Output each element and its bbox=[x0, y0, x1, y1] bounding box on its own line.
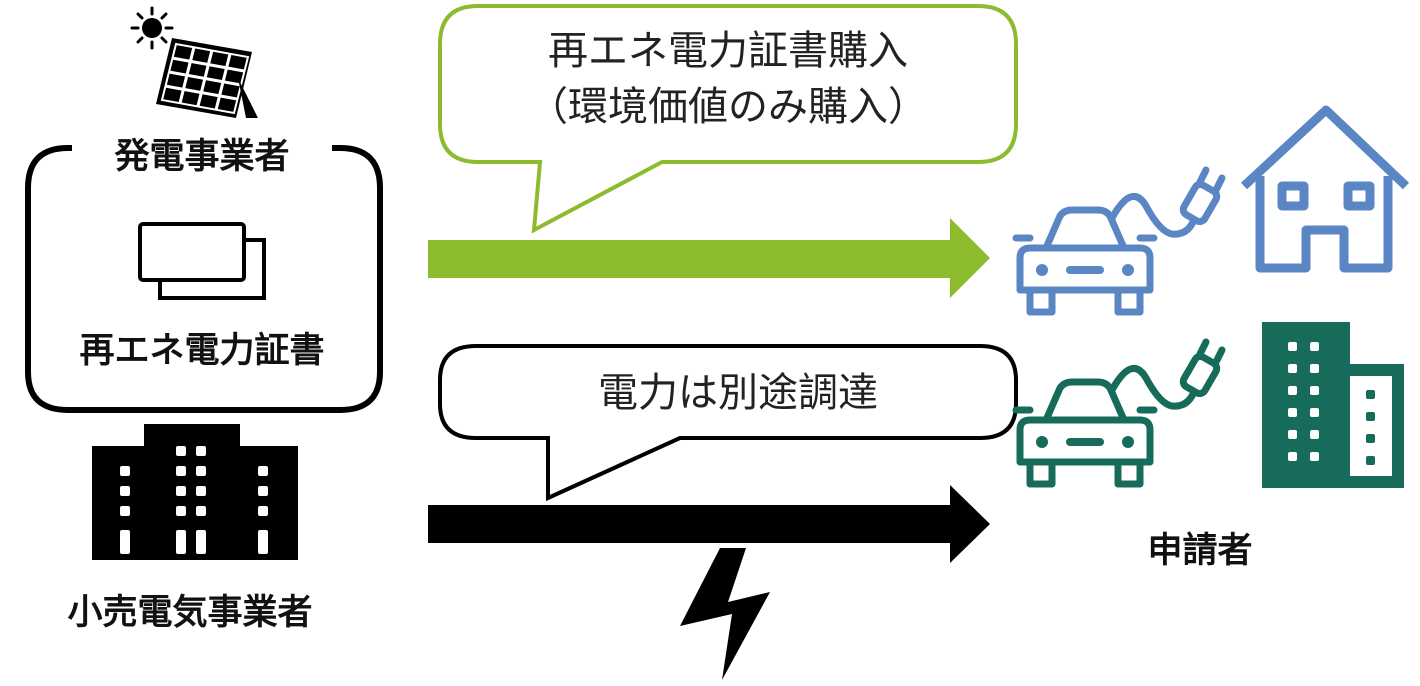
ev-plug-icon bbox=[1108, 338, 1226, 410]
purchase-bubble-line2: （環境価値のみ購入） bbox=[528, 84, 928, 130]
generator-frame bbox=[25, 145, 383, 413]
solar-panel-icon bbox=[156, 38, 258, 118]
ev-plug-icon bbox=[1108, 166, 1226, 238]
applicant-label: 申請者 bbox=[1147, 530, 1252, 571]
purchase-bubble-line1: 再エネ電力証書購入 bbox=[548, 28, 908, 74]
office-building-icon bbox=[1262, 322, 1404, 488]
generator-label: 発電事業者 bbox=[113, 137, 289, 177]
separate-power-label: 電力は別途調達 bbox=[598, 370, 878, 416]
house-icon bbox=[1240, 105, 1410, 273]
car-icon bbox=[1012, 206, 1158, 316]
certificate-flow-arrow bbox=[428, 218, 990, 298]
certificate-icon bbox=[138, 222, 266, 300]
purchase-bubble bbox=[438, 4, 1018, 234]
power-flow-arrow bbox=[428, 485, 990, 563]
car-icon bbox=[1012, 378, 1158, 488]
lightning-icon bbox=[680, 548, 770, 680]
building-icon bbox=[92, 424, 298, 560]
separate-power-bubble bbox=[438, 344, 1018, 502]
sun-icon bbox=[130, 6, 174, 50]
retailer-label: 小売電気事業者 bbox=[67, 593, 312, 633]
certificate-label: 再エネ電力証書 bbox=[79, 331, 324, 371]
